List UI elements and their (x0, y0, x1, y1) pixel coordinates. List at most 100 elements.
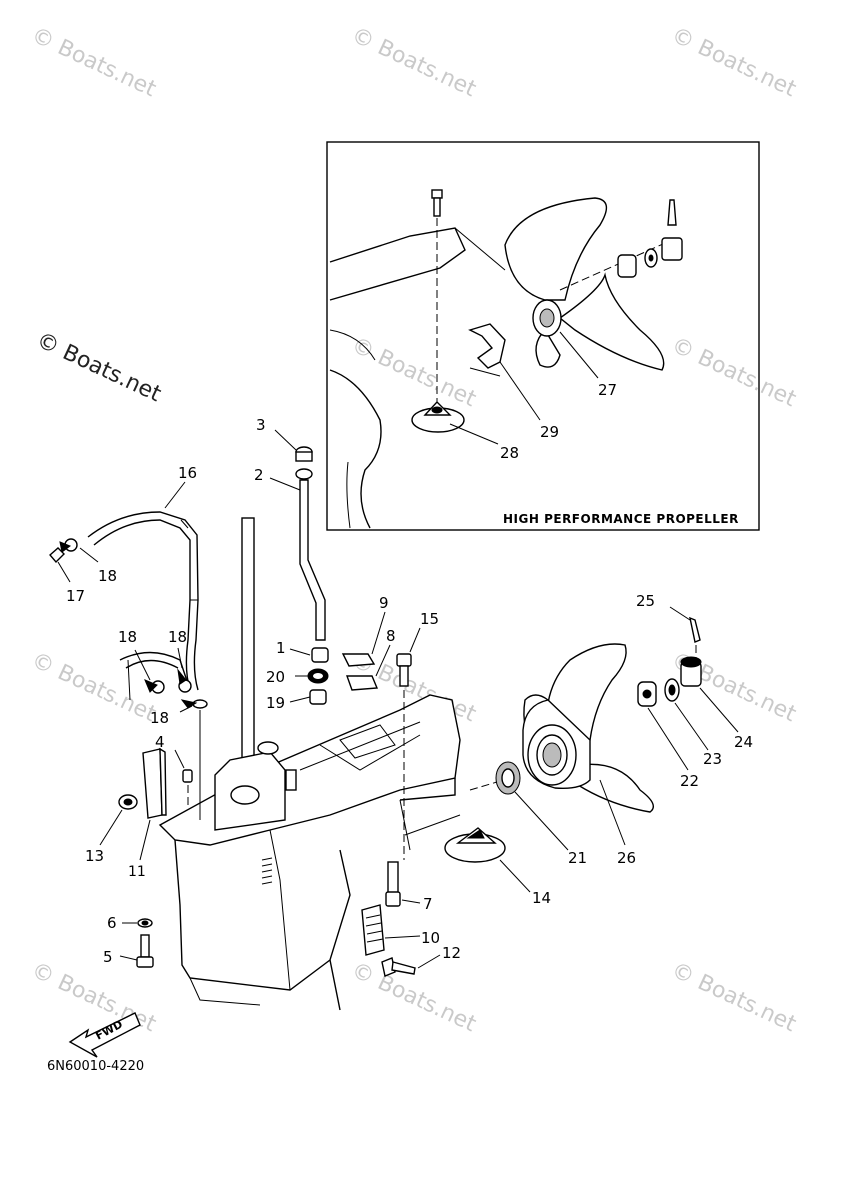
housing-water-inlet-slots (261, 857, 273, 885)
inset-skeg (346, 461, 351, 529)
part-7-bolt (385, 861, 401, 907)
label-part-25: 25 (636, 592, 655, 610)
lower-unit-housing (158, 517, 461, 1011)
inset-gearcase-line (454, 227, 506, 271)
label-part-5: 5 (103, 948, 113, 966)
inset-bolt-head (431, 189, 443, 199)
part-5-bolt (136, 934, 154, 968)
part-9-rubber-mount (341, 653, 376, 667)
drive-shaft (241, 517, 255, 759)
label-part-9: 9 (379, 594, 389, 612)
part-8-rubber-mount (346, 675, 379, 691)
label-part-11: 11 (128, 864, 146, 880)
housing-torpedo-line (399, 799, 411, 851)
label-part-27: 27 (598, 381, 617, 399)
part-16-hose (87, 511, 199, 701)
inset-high-performance-propeller: 27 29 28 HIGH PERFORMANCE PROPELLER (326, 141, 760, 531)
label-part-4: 4 (155, 733, 165, 751)
housing-top-line1 (299, 721, 421, 771)
label-part-14: 14 (532, 889, 551, 907)
inset-frame (326, 141, 760, 531)
label-part-6: 6 (107, 914, 117, 932)
label-part-8: 8 (386, 627, 396, 645)
part-19-collar (309, 689, 327, 705)
watermark: © Boats.net (347, 23, 480, 103)
part-13-nut (118, 794, 138, 810)
label-part-24: 24 (734, 733, 753, 751)
part-11-bracket (142, 747, 167, 819)
label-part-18: 18 (150, 709, 169, 727)
label-part-19: 19 (266, 694, 285, 712)
part-18-hose-clamp (177, 668, 192, 693)
part-28-anode (411, 400, 465, 433)
part-20-ring (307, 668, 329, 684)
label-part-13: 13 (85, 847, 104, 865)
part-18-hose-clamp (180, 699, 208, 709)
housing-skeg-front (329, 959, 341, 1011)
label-part-18: 18 (98, 567, 117, 585)
part-14-anode (444, 827, 506, 863)
housing-bottom (189, 977, 261, 1006)
part-12-screw (381, 957, 416, 977)
watermark: © Boats.net (667, 958, 800, 1038)
housing-torpedo-top (404, 814, 461, 836)
part-2-water-tube (299, 479, 326, 641)
part-18-hose-clamp (59, 538, 78, 553)
part-labels: 3 2 16 18 17 18 18 18 4 13 11 6 5 1 20 1… (66, 416, 753, 966)
part-15-bolt (396, 653, 412, 687)
inset-bolt-shank (433, 197, 441, 217)
part-23-washer (664, 678, 680, 702)
label-part-2: 2 (254, 466, 264, 484)
watermark: © Boats.net (667, 23, 800, 103)
bearing-housing (230, 785, 260, 805)
label-part-15: 15 (420, 610, 439, 628)
label-part-16: 16 (178, 464, 197, 482)
inset-spacer (617, 254, 637, 278)
inset-gearcase-line2 (329, 329, 376, 361)
housing-cavity (339, 724, 396, 759)
inset-gearcase-top (329, 227, 466, 301)
label-part-10: 10 (421, 929, 440, 947)
part-1-seal (311, 647, 329, 663)
part-21-thrust-washer (495, 761, 521, 795)
housing-edge (269, 829, 291, 991)
fwd-arrow: FWD (68, 1012, 141, 1058)
label-part-18: 18 (168, 628, 187, 646)
label-part-23: 23 (703, 750, 722, 768)
label-part-17: 17 (66, 587, 85, 605)
watermark: © Boats.net (667, 333, 800, 413)
housing-side (174, 839, 351, 991)
label-part-12: 12 (442, 944, 461, 962)
label-part-29: 29 (540, 423, 559, 441)
part-26-propeller (522, 643, 654, 813)
inset-nut (661, 237, 683, 261)
watermark: © Boats.net (347, 333, 480, 413)
part-22-spacer (637, 681, 657, 707)
label-part-1: 1 (276, 639, 286, 657)
part-17-fitting (49, 547, 65, 564)
part-18-hose-clamp (144, 679, 165, 694)
label-part-7: 7 (423, 895, 433, 913)
inset-cotter-pin (667, 199, 677, 226)
part-3-grommet (295, 446, 313, 480)
inset-prop-hardware (559, 199, 683, 291)
part-10-water-screen (361, 904, 385, 956)
inset-caption: HIGH PERFORMANCE PROPELLER (503, 512, 739, 526)
diagram-code: 6N60010-4220 (47, 1059, 144, 1074)
label-part-21: 21 (568, 849, 587, 867)
inset-gearcase-nose (329, 369, 382, 529)
label-part-26: 26 (617, 849, 636, 867)
part-4-dowel-pin (182, 769, 193, 783)
housing-rear-plate (399, 778, 456, 801)
water-tube-boss (285, 769, 297, 791)
part-25-cotter-pin (689, 616, 701, 643)
part-6-washer (137, 918, 153, 928)
housing-water-passage (319, 734, 421, 771)
label-part-28: 28 (500, 444, 519, 462)
label-part-18: 18 (118, 628, 137, 646)
label-part-3: 3 (256, 416, 266, 434)
part-27-propeller (504, 197, 665, 371)
label-part-20: 20 (266, 668, 285, 686)
